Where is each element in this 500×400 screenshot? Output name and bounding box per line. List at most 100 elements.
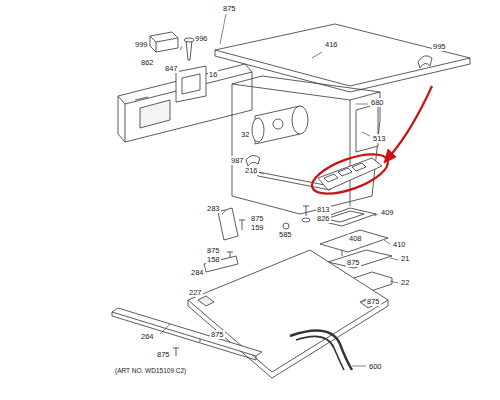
callout-number: 680 (370, 98, 385, 107)
part-outline (186, 40, 192, 60)
callout-number: 284 (190, 268, 205, 277)
base-outline (188, 250, 388, 372)
part-outline (418, 56, 432, 68)
grommet-585 (283, 223, 289, 229)
cover-outline (215, 24, 470, 86)
part-264 (112, 308, 262, 360)
leader-line (390, 258, 398, 260)
side-panel-513 (356, 104, 378, 152)
leader-line (352, 366, 366, 367)
panel-mark (135, 97, 148, 100)
part-window (182, 74, 200, 94)
part-847 (176, 66, 206, 102)
callout-number: 600 (368, 362, 383, 371)
callout-number: 987 (230, 156, 245, 165)
callout-number: 408 (348, 234, 363, 243)
part-outline (176, 66, 206, 102)
callout-number: 216 (244, 166, 259, 175)
trim-outline (112, 308, 262, 356)
leader-line (356, 104, 368, 105)
cable-600 (290, 331, 352, 370)
callout-number: 875 (346, 258, 361, 267)
callout-number: 409 (380, 208, 395, 217)
part-284 (204, 256, 238, 272)
leader-line (220, 14, 226, 44)
frame-outline (232, 84, 380, 214)
cable-path (290, 331, 352, 370)
part-999 (150, 32, 178, 52)
part-410 (320, 230, 388, 252)
leader-lines (160, 14, 398, 366)
motor-end (252, 118, 264, 142)
fan-motor-32 (252, 106, 308, 144)
callout-number: 227 (188, 288, 203, 297)
trim-edge (112, 312, 256, 360)
relay-board (318, 158, 382, 190)
callout-number: 32 (240, 130, 250, 139)
board-outline (318, 158, 382, 190)
leader-line (180, 46, 182, 50)
arrow-shaft (390, 86, 432, 156)
callout-number: 585 (278, 230, 293, 239)
cable-path (296, 336, 344, 370)
callout-number: 410 (392, 240, 407, 249)
panel-window (140, 100, 170, 128)
part-416 (215, 24, 470, 92)
part-21 (328, 250, 392, 268)
callout-number: 283 (206, 204, 221, 213)
leader-line (312, 52, 322, 58)
highlight-arrow (384, 86, 432, 163)
callout-number: 996 (194, 34, 209, 43)
callout-number: 847 (164, 64, 179, 73)
callout-number: 22 (400, 278, 410, 287)
callout-number: 416 (324, 40, 339, 49)
chassis-frame (232, 76, 380, 214)
callout-number: 826 (316, 214, 331, 223)
callout-number: 999 (134, 40, 149, 49)
base-plate (188, 250, 388, 378)
leader-line (384, 240, 390, 244)
screw (303, 206, 309, 216)
callout-number: 875 (210, 330, 225, 339)
leader-line (160, 324, 170, 334)
callout-number: 995 (432, 42, 447, 51)
part-edge (150, 36, 178, 52)
leader-line (222, 210, 226, 214)
callout-number: 16 (208, 70, 218, 79)
arrow-head (384, 149, 396, 163)
highlight-ellipse (307, 146, 392, 202)
callout-number: 159 (250, 223, 265, 232)
part-996 (184, 38, 194, 60)
callout-number: 21 (400, 254, 410, 263)
screw (173, 348, 179, 356)
part-995 (418, 56, 432, 68)
part-outline (150, 32, 178, 52)
art-number: (ART NO. WD15109 C2) (114, 366, 187, 375)
leader-line (258, 172, 264, 174)
leader-line (374, 214, 378, 216)
callout-number: 813 (316, 205, 331, 214)
motor-end (292, 106, 308, 134)
motor-hub (273, 119, 283, 129)
callout-number: 862 (140, 58, 155, 67)
base-hole (198, 296, 376, 308)
callout-number: 875 (250, 214, 265, 223)
screw (239, 220, 245, 230)
callout-number: 158 (206, 255, 221, 264)
leader-line (362, 132, 370, 136)
callout-number: 513 (372, 134, 387, 143)
leader-line (390, 281, 398, 283)
part-outline (184, 38, 194, 42)
part-987 (246, 155, 260, 166)
washer-826 (302, 218, 310, 222)
cover-edge (215, 50, 470, 92)
callout-number: 875 (156, 350, 171, 359)
plate-window (326, 211, 364, 222)
callout-number: 875 (366, 297, 381, 306)
part-283 (218, 208, 238, 240)
callout-number: 875 (222, 4, 237, 13)
callout-number: 264 (140, 332, 155, 341)
